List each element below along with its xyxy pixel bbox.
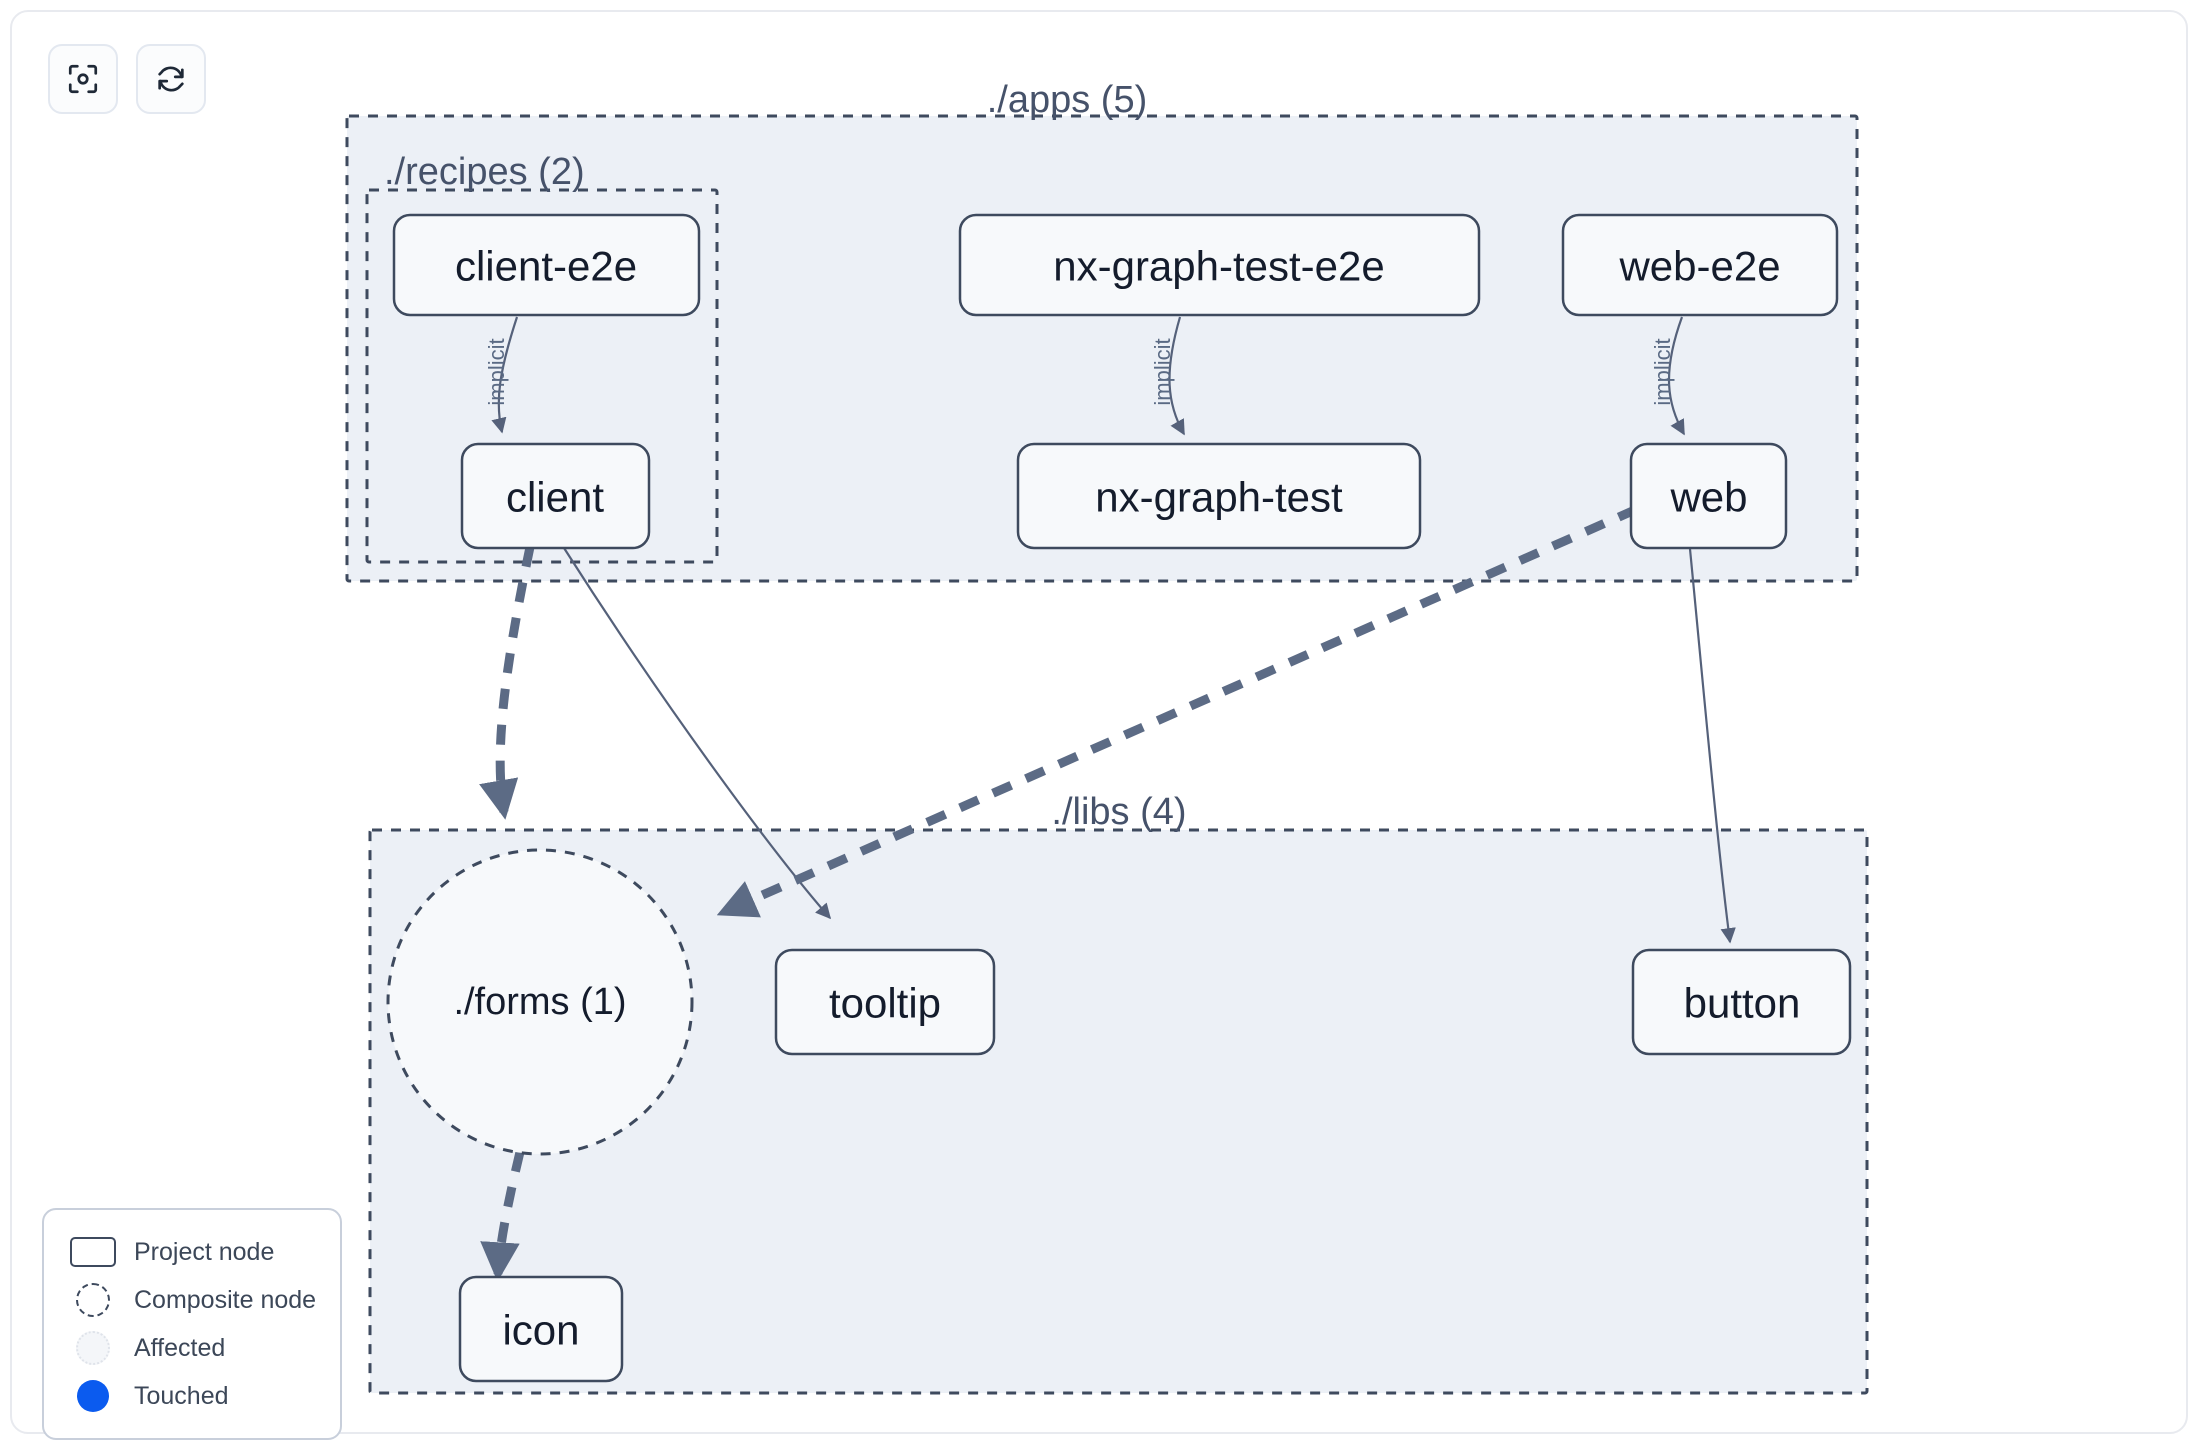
composite-node-swatch-icon <box>66 1283 120 1317</box>
node-nx-graph-test[interactable]: nx-graph-test <box>1016 442 1422 550</box>
refresh-icon <box>154 62 188 96</box>
node-client[interactable]: client <box>460 442 651 550</box>
node-web-e2e-label: web-e2e <box>1618 243 1780 290</box>
focus-target-icon <box>66 62 100 96</box>
node-client-e2e-label: client-e2e <box>455 243 637 290</box>
project-graph-canvas[interactable]: ./apps (5) ./recipes (2) ./libs (4) impl… <box>12 12 2190 1436</box>
legend-label-composite-node: Composite node <box>134 1285 317 1314</box>
node-tooltip[interactable]: tooltip <box>774 948 996 1056</box>
node-web-e2e[interactable]: web-e2e <box>1561 213 1839 317</box>
edge-client-to-forms[interactable] <box>479 546 535 820</box>
edge-web-e2e-to-web[interactable]: implicit <box>1650 316 1685 436</box>
edge-forms-to-icon[interactable] <box>480 1150 525 1282</box>
group-recipes-label: ./recipes (2) <box>384 151 585 193</box>
group-libs-label: ./libs (4) <box>1051 791 1186 833</box>
legend-item-touched: Touched <box>66 1372 320 1420</box>
legend-label-project-node: Project node <box>134 1237 275 1266</box>
legend-item-composite-node: Composite node <box>66 1276 320 1324</box>
node-button[interactable]: button <box>1631 948 1852 1056</box>
composite-node-forms[interactable]: ./forms (1) <box>386 848 694 1156</box>
node-web-label: web <box>1669 474 1747 521</box>
node-client-label: client <box>506 474 604 521</box>
node-tooltip-label: tooltip <box>829 980 941 1027</box>
edge-web-to-forms[interactable] <box>716 504 1639 918</box>
focus-graph-button[interactable] <box>48 44 118 114</box>
composite-node-forms-label: ./forms (1) <box>453 981 626 1023</box>
node-nx-graph-test-e2e-label: nx-graph-test-e2e <box>1053 243 1385 290</box>
node-icon-label: icon <box>502 1307 579 1354</box>
group-apps-label: ./apps (5) <box>987 79 1148 121</box>
node-nx-graph-test-label: nx-graph-test <box>1095 474 1343 521</box>
graph-toolbar <box>48 44 206 114</box>
legend-item-affected: Affected <box>66 1324 320 1372</box>
node-nx-graph-test-e2e[interactable]: nx-graph-test-e2e <box>958 213 1481 317</box>
touched-swatch-icon <box>66 1380 120 1412</box>
legend-label-touched: Touched <box>134 1381 229 1410</box>
edge-label-nxgraphteste2e-nxgraphtest: implicit <box>1150 338 1175 405</box>
graph-legend: Project node Composite node Affected Tou… <box>42 1208 342 1440</box>
edge-web-to-button[interactable] <box>1688 548 1736 944</box>
affected-swatch-icon <box>66 1331 120 1365</box>
node-web[interactable]: web <box>1629 442 1788 550</box>
refresh-graph-button[interactable] <box>136 44 206 114</box>
edge-client-e2e-to-client[interactable]: implicit <box>484 316 519 434</box>
edge-nxgraphteste2e-to-nxgraphtest[interactable]: implicit <box>1150 316 1185 436</box>
edge-client-to-tooltip[interactable] <box>563 547 832 920</box>
legend-label-affected: Affected <box>134 1333 226 1362</box>
group-libs[interactable]: ./libs (4) <box>368 791 1869 1395</box>
edge-label-web-e2e-web: implicit <box>1650 338 1675 405</box>
node-client-e2e[interactable]: client-e2e <box>392 213 701 317</box>
node-icon[interactable]: icon <box>458 1275 624 1383</box>
graph-card: ./apps (5) ./recipes (2) ./libs (4) impl… <box>10 10 2190 1440</box>
project-node-swatch-icon <box>66 1237 120 1267</box>
node-button-label: button <box>1684 980 1801 1027</box>
edge-label-client-e2e-client: implicit <box>484 338 509 405</box>
legend-item-project-node: Project node <box>66 1228 320 1276</box>
